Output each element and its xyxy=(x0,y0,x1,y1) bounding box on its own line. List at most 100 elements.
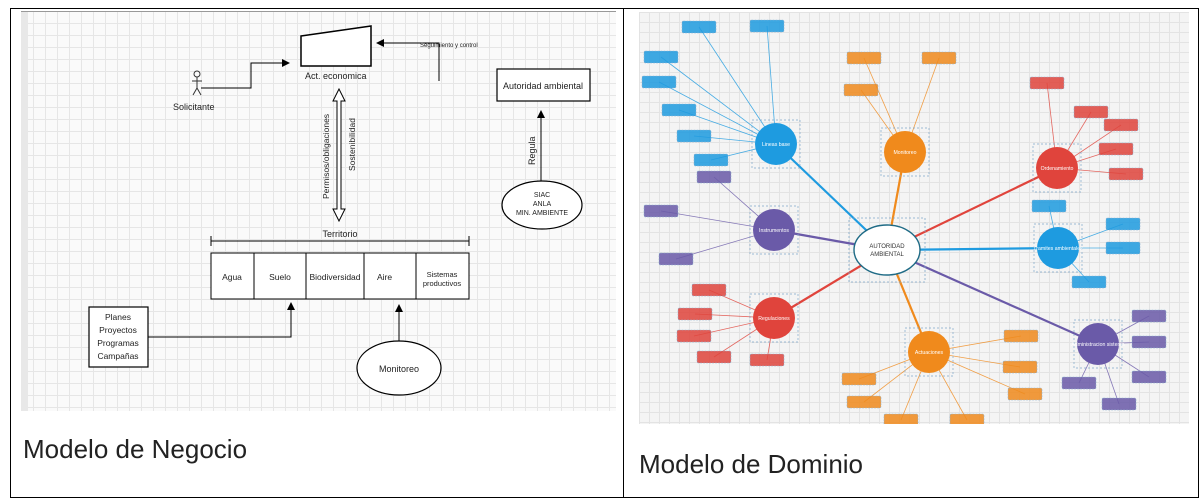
hub-node xyxy=(1036,147,1078,189)
hub-frame xyxy=(749,205,799,255)
plan-campanas: Campañas xyxy=(97,351,138,361)
hub-frame xyxy=(1033,223,1083,273)
leaf-node xyxy=(1031,199,1067,213)
leaf-node xyxy=(676,129,712,143)
center-label: AUTORIDAD xyxy=(869,244,905,250)
leaf-node xyxy=(696,170,732,184)
hub-node xyxy=(753,297,795,339)
plan-programas: Programas xyxy=(97,338,139,348)
leaf-node xyxy=(1007,387,1043,401)
leaf-node xyxy=(1108,167,1144,181)
leaf-node xyxy=(1029,76,1065,90)
leaf-node xyxy=(1131,370,1167,384)
followup-label: Seguimiento y control xyxy=(420,43,478,49)
plans-box xyxy=(88,306,149,368)
leaf-node xyxy=(1073,105,1109,119)
regulators-ellipse xyxy=(501,180,583,230)
leaf-node xyxy=(1003,329,1039,343)
leaf-node xyxy=(749,353,785,367)
hub-node xyxy=(1077,323,1119,365)
domain-model-caption: Modelo de Dominio xyxy=(639,449,864,479)
activity-shape xyxy=(300,25,372,67)
actor-icon xyxy=(192,70,202,96)
leaf-node xyxy=(949,413,985,424)
leaf-node xyxy=(1101,397,1137,411)
leaf-node xyxy=(1071,275,1107,289)
hub-label: Actuaciones xyxy=(915,350,944,356)
leaf-node xyxy=(696,350,732,364)
leaf-node xyxy=(843,83,879,97)
leaf-node xyxy=(676,329,712,343)
permits-label: Permisos/obligaciones xyxy=(321,114,331,199)
hub-frame xyxy=(880,127,930,177)
ruler-strip xyxy=(21,11,28,411)
authority-label: Autoridad ambiental xyxy=(503,81,583,91)
authority-box xyxy=(496,68,591,102)
territory-item-agua: Agua xyxy=(222,272,242,282)
hub-frame xyxy=(1073,319,1123,369)
hub-label: Instrumentos xyxy=(759,228,789,234)
leaf-node xyxy=(1061,376,1097,390)
mindmap-leaves xyxy=(641,19,1167,424)
leaf-node xyxy=(883,413,919,424)
leaf-node xyxy=(846,395,882,409)
leaf-node xyxy=(643,204,679,218)
hub-frame xyxy=(904,327,954,377)
hub-node xyxy=(755,123,797,165)
plans-connector xyxy=(148,302,295,338)
leaf-node xyxy=(1131,309,1167,323)
monitoring-label: Monitoreo xyxy=(379,364,419,374)
leaf-node xyxy=(641,75,677,89)
center-node xyxy=(853,224,921,276)
leaf-node xyxy=(1103,118,1139,132)
leaf-node xyxy=(921,51,957,65)
hub-node xyxy=(884,131,926,173)
hub-label: Monitoreo xyxy=(893,150,916,156)
actor-activity-connector xyxy=(201,59,290,89)
regulator-min-ambiente: MIN. AMBIENTE xyxy=(516,210,568,217)
hub-label: Administracion sistema xyxy=(1071,342,1124,348)
leaf-edge xyxy=(658,81,777,145)
hub-frame xyxy=(751,119,801,169)
territory-table xyxy=(210,252,470,300)
territory-item-suelo: Suelo xyxy=(269,272,291,282)
hub-label: Lineas base xyxy=(762,142,790,148)
leaf-edge xyxy=(660,56,777,145)
regulates-label: Regula xyxy=(527,136,537,165)
plan-planes: Planes xyxy=(105,312,131,322)
leaf-node xyxy=(1105,217,1141,231)
hub-label: Regulaciones xyxy=(758,316,790,322)
territory-item-biodiversidad: Biodiversidad xyxy=(309,272,360,282)
territory-label: Territorio xyxy=(322,229,357,239)
regulator-anla: ANLA xyxy=(533,201,552,208)
leaf-node xyxy=(693,153,729,167)
leaf-node xyxy=(749,19,785,33)
business-model-cell: Solicitante Act. economica Seguimiento y… xyxy=(10,8,624,498)
hub-edge xyxy=(886,248,1099,346)
hub-label: Tramites ambientales xyxy=(1033,246,1083,252)
domain-mindmap-svg: Lineas baseMonitoreoOrdenamientoInstrume… xyxy=(641,19,1167,424)
sustainability-label: Sostenibilidad xyxy=(347,118,357,171)
followup-connector xyxy=(376,39,440,81)
hub-label: Ordenamiento xyxy=(1041,166,1074,172)
leaf-node xyxy=(1131,335,1167,349)
center-frame xyxy=(848,217,926,283)
leaf-node xyxy=(681,20,717,34)
hub-frame xyxy=(1032,143,1082,193)
leaf-node xyxy=(691,283,727,297)
leaf-node xyxy=(1105,241,1141,255)
activity-label: Act. economica xyxy=(305,71,367,81)
center-label: AMBIENTAL xyxy=(870,252,904,258)
monitoring-ellipse xyxy=(356,340,442,396)
business-model-caption: Modelo de Negocio xyxy=(23,434,248,464)
leaf-node xyxy=(677,307,713,321)
mindmap-edges xyxy=(658,25,1150,421)
permits-double-arrow xyxy=(332,87,346,223)
plan-proyectos: Proyectos xyxy=(99,325,137,335)
hub-node xyxy=(1037,227,1079,269)
hub-node xyxy=(753,209,795,251)
business-model-diagram: Solicitante Act. economica Seguimiento y… xyxy=(21,11,616,411)
